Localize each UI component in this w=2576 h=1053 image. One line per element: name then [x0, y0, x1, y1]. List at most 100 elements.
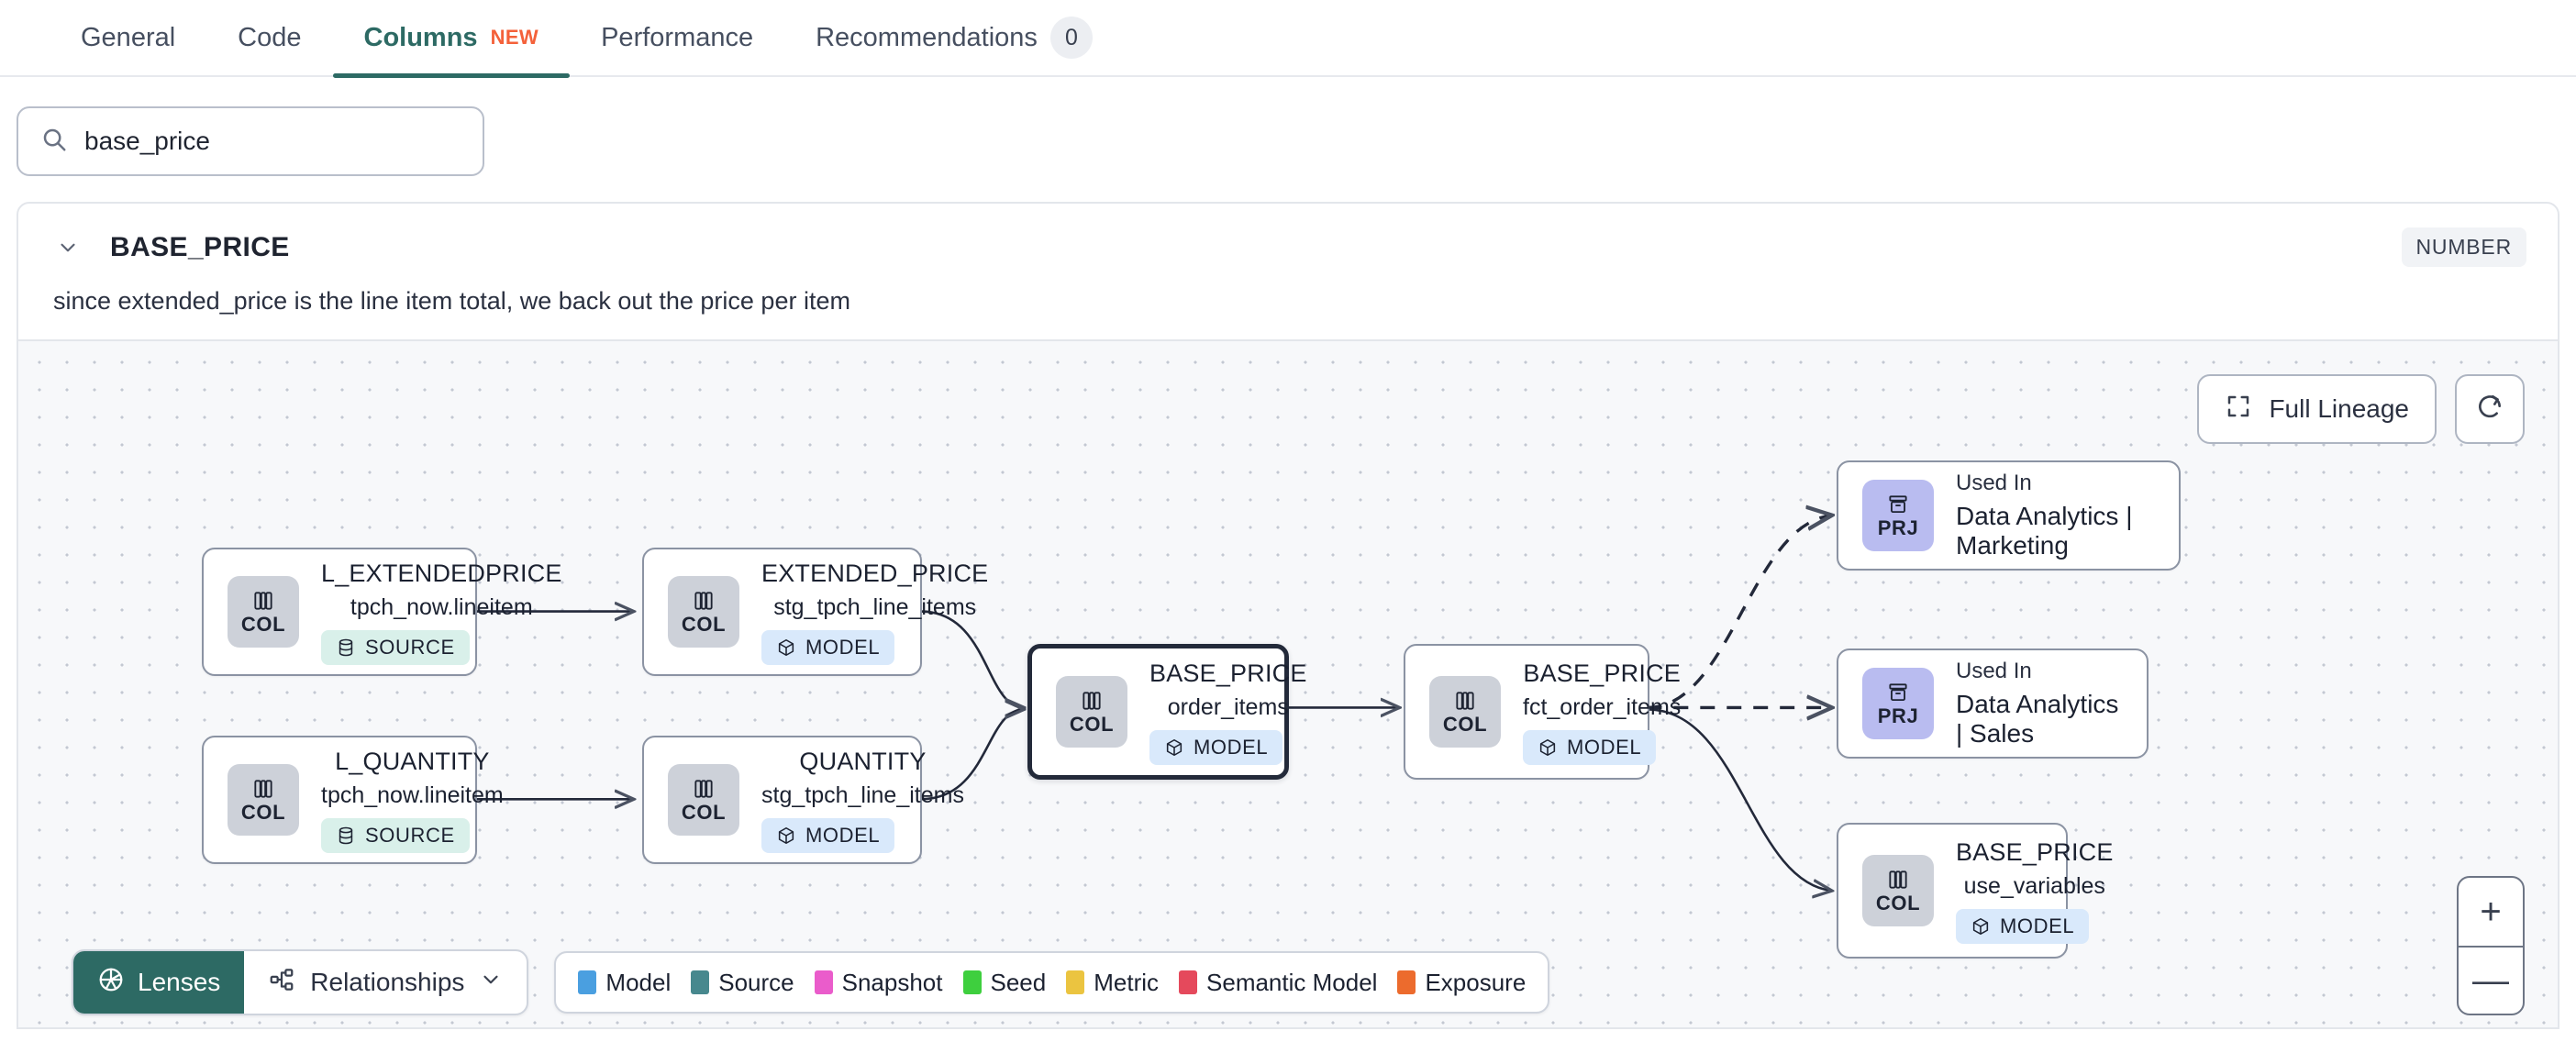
lineage-node-extended-price[interactable]: COL EXTENDED_PRICE stg_tpch_line_items M… — [642, 548, 988, 676]
pill-label: MODEL — [2000, 914, 2075, 937]
pill-label: SOURCE — [365, 635, 455, 659]
col-abbr: COL — [681, 613, 727, 636]
legend-item-source: Source — [691, 969, 794, 997]
project-abbr: PRJ — [1877, 516, 1919, 539]
col-type-badge: COL — [228, 576, 299, 648]
node-kind-pill: SOURCE — [321, 629, 470, 665]
pill-label: MODEL — [805, 823, 881, 847]
legend-item-semantic-model: Semantic Model — [1179, 969, 1377, 997]
search-input[interactable] — [84, 127, 461, 156]
node-name: BASE_PRICE — [1523, 659, 1681, 687]
chevron-down-icon[interactable] — [50, 236, 86, 260]
lineage-canvas[interactable]: COL L_EXTENDEDPRICE tpch_now.lineitem SO… — [18, 339, 2558, 1029]
node-subtitle: use_variables — [1963, 872, 2105, 899]
node-name: EXTENDED_PRICE — [761, 559, 989, 587]
refresh-lineage-button[interactable] — [2455, 374, 2525, 444]
col-abbr: COL — [1069, 713, 1115, 736]
lineage-node-l-quantity[interactable]: COL L_QUANTITY tpch_now.lineitem SOURCE — [202, 736, 504, 864]
node-subtitle: order_items — [1167, 693, 1289, 720]
lineage-node-base-price-fct-order-items[interactable]: COL BASE_PRICE fct_order_items MODEL — [1404, 644, 1681, 780]
node-subtitle: tpch_now.lineitem — [321, 781, 504, 808]
legend-label: Seed — [990, 968, 1047, 996]
archive-box-icon — [1889, 495, 1907, 514]
legend-item-model: Model — [578, 969, 671, 997]
legend-label: Metric — [1094, 968, 1160, 996]
pill-label: MODEL — [1194, 735, 1269, 759]
legend-label: Semantic Model — [1206, 968, 1378, 996]
cube-icon — [1166, 738, 1183, 756]
node-kind-pill: MODEL — [761, 629, 895, 665]
column-detail-panel: BASE_PRICE NUMBER since extended_price i… — [17, 202, 2559, 1029]
legend-item-seed: Seed — [962, 968, 1047, 997]
node-name: L_QUANTITY — [335, 747, 490, 775]
columns-icon — [1083, 692, 1101, 710]
col-abbr: COL — [1875, 892, 1921, 914]
tab-columns[interactable]: Columns NEW — [332, 0, 571, 78]
used-in-label: Used In — [1956, 471, 2032, 495]
project-abbr: PRJ — [1877, 704, 1919, 727]
column-header: BASE_PRICE NUMBER — [18, 204, 2558, 267]
node-subtitle: stg_tpch_line_items — [773, 593, 977, 620]
col-type-badge: COL — [1429, 676, 1501, 748]
relationships-dropdown[interactable]: Relationships — [244, 951, 527, 1014]
legend-swatch — [578, 970, 597, 994]
relationships-label: Relationships — [310, 968, 465, 996]
tab-label: Code — [238, 22, 302, 52]
expand-corners-icon — [2225, 393, 2252, 427]
legend-swatch — [691, 970, 710, 994]
tab-code[interactable]: Code — [206, 0, 332, 76]
node-name: QUANTITY — [799, 747, 927, 775]
tab-label: Recommendations — [816, 22, 1038, 52]
page-title: BASE_PRICE — [110, 231, 290, 262]
columns-icon — [254, 592, 272, 610]
hierarchy-icon — [268, 966, 295, 1000]
lineage-node-quantity[interactable]: COL QUANTITY stg_tpch_line_items MODEL — [642, 736, 964, 864]
cube-icon — [778, 826, 794, 844]
columns-icon — [1889, 870, 1907, 889]
lenses-button[interactable]: Lenses — [73, 951, 245, 1014]
lineage-node-base-price-use-variables[interactable]: COL BASE_PRICE use_variables MODEL — [1837, 823, 2113, 959]
col-type-badge: COL — [228, 764, 299, 836]
node-name: L_EXTENDEDPRICE — [321, 559, 562, 587]
search-box[interactable] — [17, 106, 484, 176]
zoom-controls: + — — [2457, 876, 2525, 1015]
legend-swatch — [962, 970, 982, 994]
tab-bar: General Code Columns NEW Performance Rec… — [0, 0, 2576, 78]
lineage-node-l-extendedprice[interactable]: COL L_EXTENDEDPRICE tpch_now.lineitem SO… — [202, 548, 561, 676]
column-type-badge: NUMBER — [2401, 227, 2526, 267]
legend-swatch — [814, 970, 833, 994]
col-abbr: COL — [240, 801, 286, 824]
zoom-out-button[interactable]: — — [2459, 946, 2523, 1014]
tab-label: General — [81, 22, 176, 52]
legend-label: Model — [605, 968, 672, 996]
legend-item-snapshot: Snapshot — [814, 969, 943, 997]
node-name: BASE_PRICE — [1149, 659, 1307, 687]
pill-label: MODEL — [805, 635, 881, 659]
columns-icon — [694, 592, 713, 610]
node-subtitle: stg_tpch_line_items — [761, 781, 964, 808]
node-kind-pill: MODEL — [1956, 908, 2090, 944]
lineage-node-project-sales[interactable]: PRJ Used In Data Analytics | Sales — [1837, 648, 2149, 759]
cube-icon — [1972, 917, 1989, 935]
lineage-node-base-price-order-items[interactable]: COL BASE_PRICE order_items MODEL — [1027, 644, 1306, 780]
lineage-legend: Model Source Snapshot Seed Metric — [554, 951, 1550, 1014]
tab-label: Columns — [363, 22, 478, 52]
lineage-node-project-marketing[interactable]: PRJ Used In Data Analytics | Marketing — [1837, 460, 2181, 571]
cube-icon — [778, 638, 794, 656]
tab-general[interactable]: General — [50, 0, 206, 76]
pill-label: SOURCE — [365, 823, 455, 847]
zoom-in-button[interactable]: + — [2480, 891, 2502, 932]
col-abbr: COL — [240, 613, 286, 636]
col-type-badge: COL — [668, 764, 739, 836]
lenses-relationships-group: Lenses Relationships — [72, 949, 529, 1015]
tab-performance[interactable]: Performance — [570, 0, 784, 76]
legend-swatch — [1397, 970, 1416, 994]
legend-item-exposure: Exposure — [1397, 969, 1526, 997]
archive-box-icon — [1889, 683, 1907, 702]
refresh-icon — [2475, 393, 2504, 427]
search-area — [0, 77, 2576, 202]
legend-label: Exposure — [1425, 968, 1527, 996]
lineage-edges — [476, 341, 2558, 1029]
tab-recommendations[interactable]: Recommendations 0 — [784, 0, 1124, 76]
full-lineage-button[interactable]: Full Lineage — [2197, 374, 2437, 444]
